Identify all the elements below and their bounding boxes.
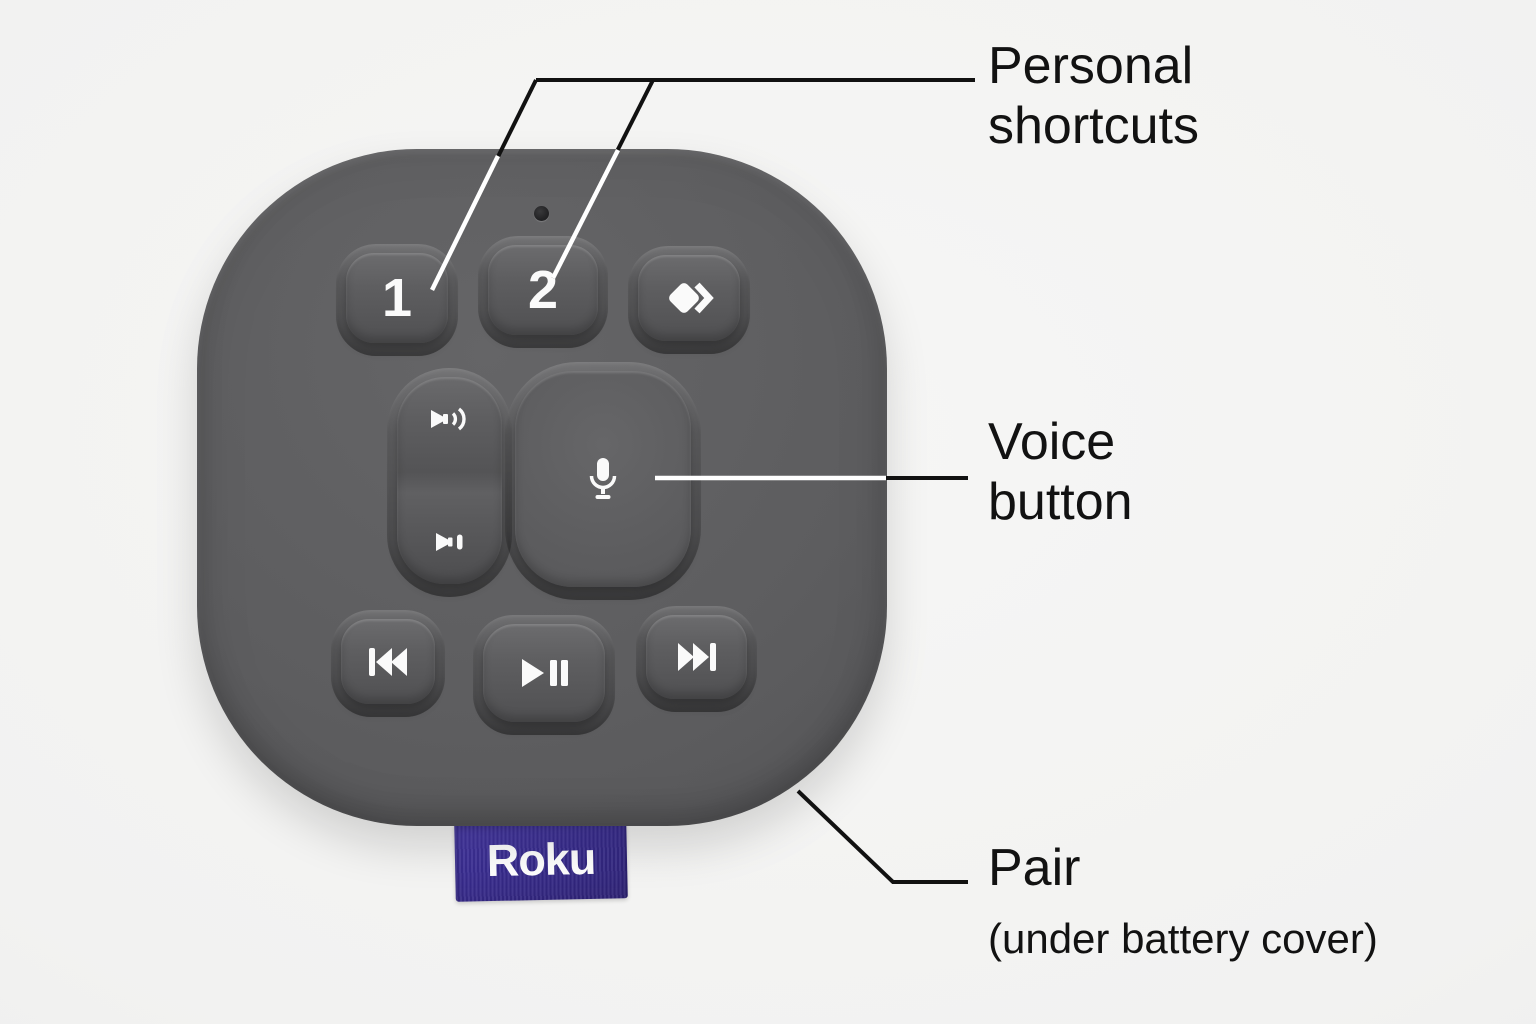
play-pause-button[interactable] [483, 624, 605, 722]
shortcut-2-well: 2 [478, 236, 608, 348]
shortcut-launch-button[interactable] [638, 255, 740, 341]
shortcut-1-button[interactable]: 1 [346, 253, 448, 343]
volume-up-icon [429, 403, 471, 435]
voice-button-line2: button [988, 473, 1133, 531]
voice-button-line1: Voice [988, 413, 1116, 471]
voice-button-well [505, 362, 701, 600]
personal-shortcuts-label: Personal shortcuts [988, 36, 1199, 156]
volume-rocker-well [387, 368, 512, 597]
previous-track-well [331, 610, 445, 717]
pair-subtitle: (under battery cover) [988, 915, 1378, 962]
shortcut-2-button[interactable]: 2 [488, 245, 598, 335]
roku-brand-tag: Roku [454, 818, 628, 902]
volume-down-icon [434, 528, 466, 556]
pair-label: Pair (under battery cover) [988, 838, 1378, 964]
shortcut-1-well: 1 [336, 244, 458, 356]
play-pause-well [473, 615, 615, 735]
status-led-hole [534, 206, 549, 221]
shortcut-2-label: 2 [527, 260, 559, 320]
next-track-well [636, 606, 757, 712]
roku-logo: Roku [486, 832, 596, 887]
shortcut-launch-well [628, 246, 750, 354]
pair-line [796, 789, 968, 884]
previous-track-button[interactable] [341, 619, 435, 704]
pair-title: Pair [988, 839, 1081, 897]
play-pause-icon [520, 658, 568, 688]
diamond-chevron-icon [663, 278, 715, 318]
personal-shortcuts-line2: shortcuts [988, 97, 1199, 155]
volume-down-button[interactable] [397, 528, 502, 556]
voice-button[interactable] [515, 371, 691, 587]
roku-remote-body: 1 2 [197, 149, 887, 826]
previous-track-icon [368, 647, 408, 677]
next-track-icon [677, 642, 717, 672]
microphone-icon [588, 457, 618, 501]
next-track-button[interactable] [646, 615, 747, 699]
personal-shortcuts-line1: Personal [988, 37, 1194, 95]
volume-rocker [397, 377, 502, 584]
volume-up-button[interactable] [397, 403, 502, 435]
voice-button-label: Voice button [988, 412, 1133, 532]
shortcut-1-label: 1 [381, 268, 413, 328]
